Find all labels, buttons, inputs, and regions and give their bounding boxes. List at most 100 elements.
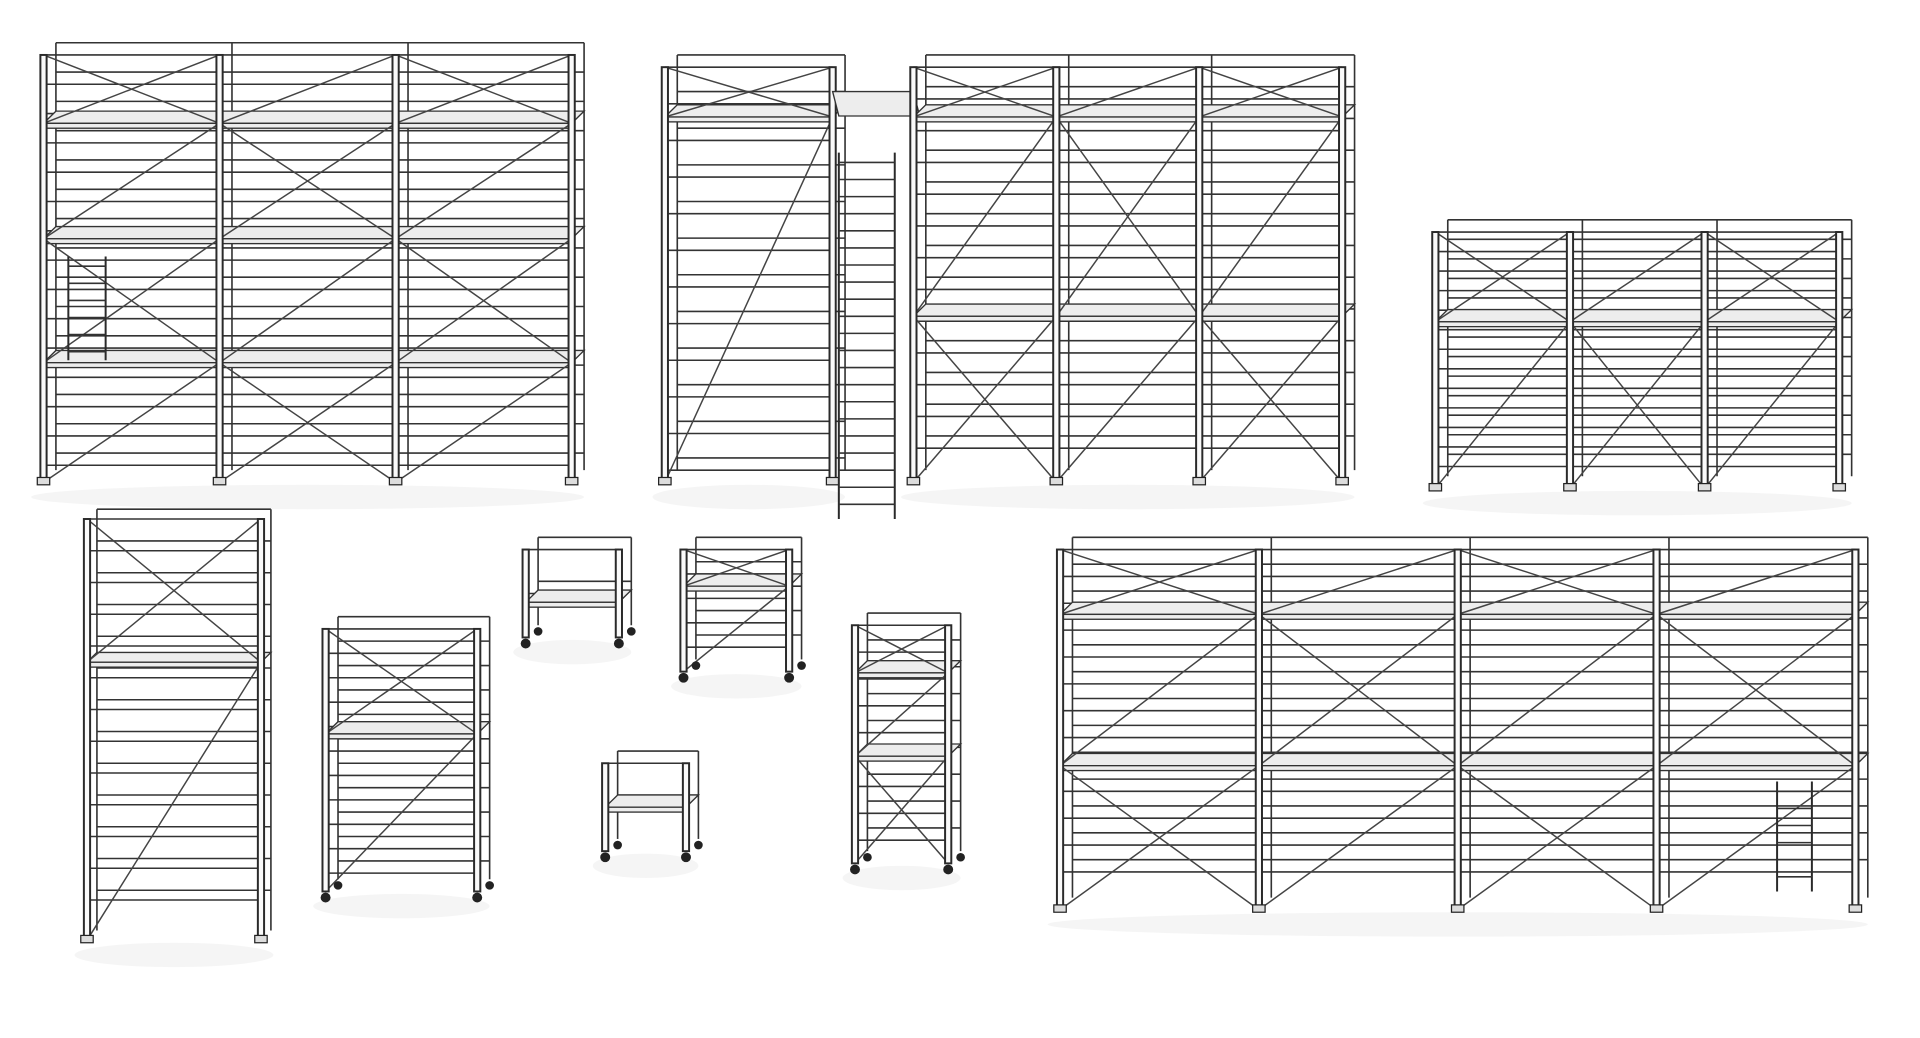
- deck-platform: [41, 225, 586, 240]
- deck-edge: [42, 238, 573, 245]
- diagonal-brace: [1059, 765, 1260, 911]
- diagonal-brace: [325, 628, 478, 735]
- diagonal-brace: [1434, 231, 1571, 323]
- diagonal-brace: [219, 54, 396, 125]
- caster-wheel: [956, 852, 965, 862]
- post: [785, 548, 794, 673]
- base-plate: [254, 934, 268, 944]
- deck-platform: [911, 104, 1357, 118]
- diagonal-brace: [1059, 548, 1260, 616]
- diagonal-brace: [854, 755, 949, 864]
- deck-edge: [324, 733, 478, 740]
- base-plate: [1428, 482, 1443, 492]
- caster-wheel: [533, 627, 543, 636]
- shadow: [652, 484, 846, 510]
- base-plate: [658, 476, 672, 486]
- diagonal-brace: [395, 238, 573, 364]
- diagonal-brace: [854, 672, 949, 757]
- ladder-center: [837, 152, 896, 519]
- diagonal-brace: [1198, 66, 1343, 118]
- post: [1195, 66, 1204, 484]
- deck-platform: [1058, 752, 1870, 767]
- shadow: [671, 674, 802, 699]
- deck-edge: [912, 116, 1343, 123]
- shadow: [74, 942, 274, 968]
- base-plate: [1832, 482, 1847, 492]
- scaffold-large-bottom-right: [1047, 536, 1870, 937]
- diagonal-brace: [1457, 548, 1657, 616]
- diagonal-brace: [912, 315, 1057, 483]
- deck-edge: [854, 672, 949, 679]
- cart-small-bottom: [592, 750, 703, 879]
- shadow: [900, 484, 1355, 510]
- caster-wheel: [613, 840, 622, 850]
- deck-edge: [912, 315, 1343, 322]
- deck-platform: [1433, 308, 1854, 323]
- diagonal-brace: [1198, 315, 1343, 483]
- post: [1431, 231, 1440, 490]
- post: [944, 624, 953, 865]
- caster-wheel: [333, 881, 343, 890]
- post: [1851, 548, 1860, 911]
- diagonal-brace: [1055, 315, 1200, 483]
- caster-wheel: [691, 661, 701, 670]
- diagonal-brace: [1457, 613, 1658, 767]
- scaffold-top-center-right: [900, 54, 1357, 510]
- base-plate: [1335, 476, 1349, 486]
- base-plate: [1649, 904, 1664, 913]
- diagonal-brace: [43, 362, 220, 483]
- caster-wheel: [520, 638, 531, 649]
- post: [321, 627, 330, 893]
- post: [1835, 231, 1844, 490]
- post: [1254, 548, 1263, 911]
- tower-tall-left: [74, 508, 274, 968]
- diagonal-brace: [683, 548, 790, 587]
- caster-wheel: [943, 864, 954, 875]
- diagonal-brace: [1258, 548, 1458, 616]
- diagonal-brace: [1457, 765, 1657, 911]
- post: [215, 53, 224, 484]
- diagonal-brace: [325, 733, 478, 892]
- deck-platform: [41, 110, 586, 125]
- diagonal-brace: [1704, 321, 1840, 489]
- base-plate: [212, 476, 227, 486]
- diagonal-brace: [1656, 613, 1856, 767]
- shadow: [513, 639, 632, 665]
- post: [473, 627, 482, 893]
- diagonal-brace: [913, 66, 1057, 118]
- deck-platform: [323, 721, 492, 735]
- diagonal-brace: [86, 661, 262, 941]
- post: [909, 66, 918, 484]
- diagonal-brace: [86, 518, 262, 663]
- shadow: [1422, 490, 1852, 516]
- diagonal-brace: [1704, 231, 1840, 323]
- scaffold-large-top-left: [31, 41, 586, 510]
- shadow: [1047, 912, 1868, 937]
- diagonal-brace: [1434, 321, 1571, 489]
- deck-platform: [41, 349, 586, 364]
- diagonal-brace: [43, 54, 220, 125]
- post: [1700, 231, 1709, 490]
- deck-platform: [85, 651, 273, 663]
- deck-edge: [1434, 321, 1840, 328]
- diagonal-brace: [1656, 765, 1856, 911]
- base-plate: [906, 476, 921, 486]
- post: [1565, 231, 1575, 490]
- shadow: [313, 893, 490, 919]
- diagonal-brace: [395, 362, 573, 483]
- post: [1052, 66, 1061, 484]
- deck-edge: [664, 116, 834, 123]
- deck-edge: [86, 661, 262, 668]
- diagonal-brace: [219, 362, 397, 483]
- caster-wheel: [850, 864, 860, 875]
- caster-wheel: [678, 672, 689, 683]
- base-plate: [1563, 482, 1577, 492]
- base-plate: [1450, 904, 1465, 913]
- shadow: [842, 865, 961, 891]
- post: [850, 624, 860, 865]
- deck-platform: [911, 303, 1357, 317]
- diagonal-brace: [854, 624, 949, 674]
- base-plate: [80, 934, 94, 944]
- diagonal-brace: [1055, 116, 1200, 317]
- deck-edge: [604, 806, 687, 813]
